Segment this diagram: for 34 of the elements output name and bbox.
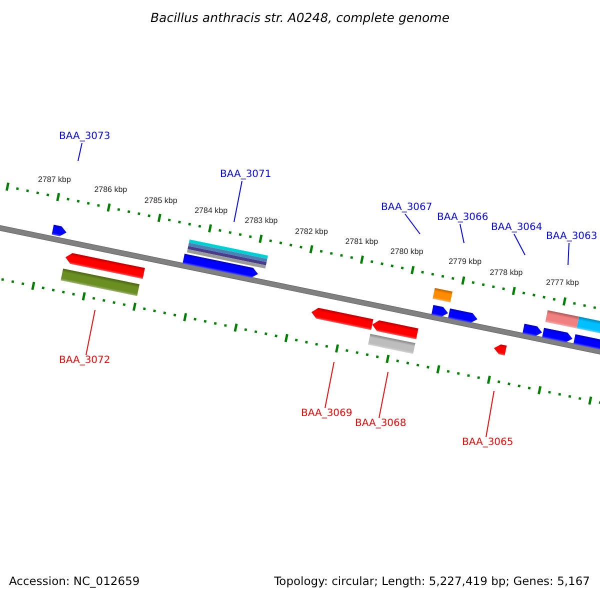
gene-label: BAA_3064 [491, 222, 542, 234]
leader-line [460, 224, 464, 244]
leader-line [404, 214, 420, 234]
scale-label: 2785 kbp [144, 196, 178, 206]
leader-line [324, 362, 334, 408]
leader-line [486, 390, 494, 438]
scale-label: 2780 kbp [390, 247, 424, 257]
diagram-title: Bacillus anthracis str. A0248, complete genome [149, 10, 451, 25]
leader-line [514, 234, 526, 256]
scale-label: 2787 kbp [38, 175, 71, 185]
gene-label: BAA_3065 [462, 437, 514, 449]
gene-label: BAA_3067 [381, 202, 432, 214]
scale-label: 2781 kbp [345, 236, 378, 246]
scale-label: 2782 kbp [295, 226, 328, 236]
gene-label: BAA_3069 [301, 408, 352, 420]
scale-label: 2786 kbp [94, 185, 128, 195]
gene-label: BAA_3072 [59, 355, 110, 367]
scale-label: 2779 kbp [448, 257, 482, 267]
gene-label: BAA_3071 [220, 169, 272, 181]
scale-label: 2778 kbp [490, 268, 523, 278]
gene-label: BAA_3073 [59, 131, 110, 143]
gene-label: BAA_3066 [437, 212, 488, 224]
accession-text: Accession: NC_012659 [9, 575, 140, 589]
leader-line [78, 142, 82, 162]
genome-stats-text: Topology: circular; Length: 5,227,419 bp; Genes: 5,167 [274, 575, 590, 589]
scale-label: 2783 kbp [244, 216, 278, 226]
scale-label: 2777 kbp [546, 278, 579, 288]
leader-line [234, 180, 242, 222]
leader-line [86, 310, 96, 356]
scale-label: 2784 kbp [194, 206, 228, 216]
leader-line [568, 242, 570, 266]
gene-label: BAA_3063 [546, 231, 598, 243]
leader-line [378, 372, 388, 418]
gene-label: BAA_3068 [355, 418, 406, 430]
